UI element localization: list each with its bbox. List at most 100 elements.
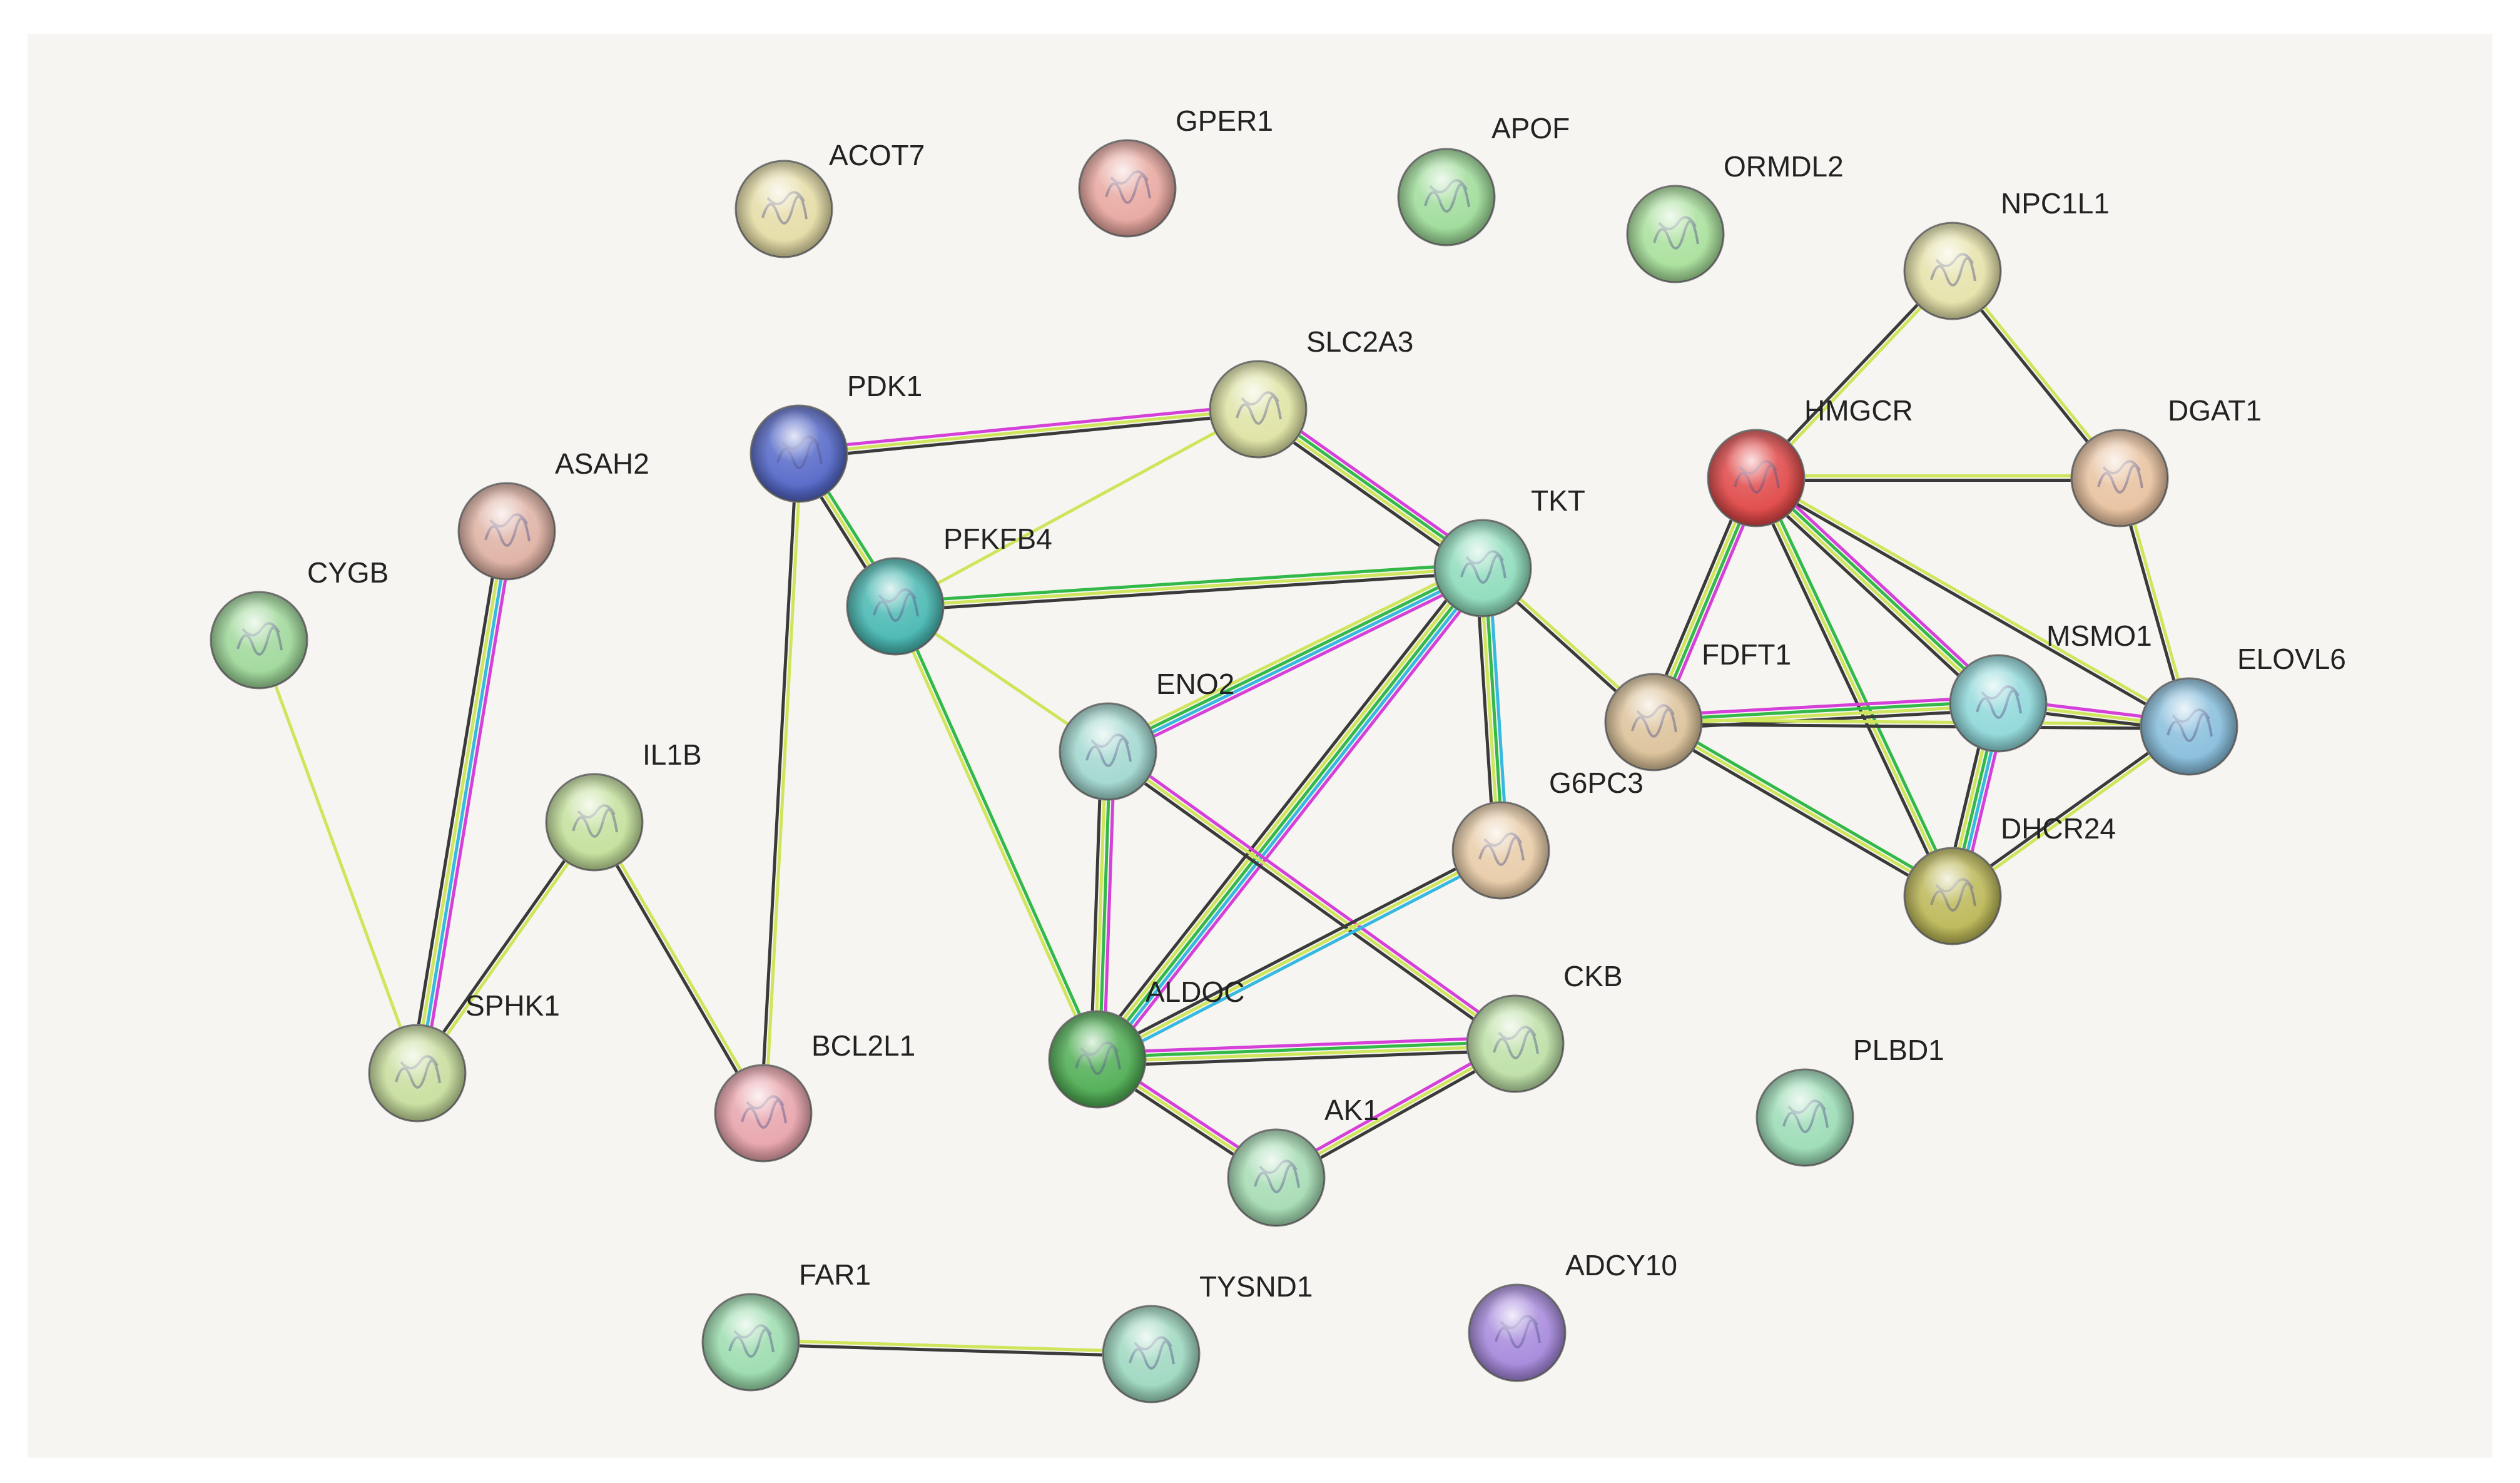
edge-line-yellow <box>763 454 803 1114</box>
edge-line-dark <box>1097 1048 1516 1068</box>
node-acot7[interactable]: ACOT7 <box>734 139 925 258</box>
edge-g6pc3-aldoc <box>1094 845 1504 1065</box>
edge-line-green <box>1655 716 1956 894</box>
node-dgat1[interactable]: DGAT1 <box>2070 394 2262 527</box>
node-label: DGAT1 <box>2168 394 2262 427</box>
network-background <box>28 34 2492 1458</box>
edge-hmgcr-elovl6 <box>1754 474 2191 730</box>
edge-il1b-sphk1 <box>414 820 597 1076</box>
node-elovl6[interactable]: ELOVL6 <box>2140 643 2346 776</box>
node-eno2[interactable]: ENO2 <box>1059 668 1234 801</box>
node-highlight <box>1103 1306 1199 1402</box>
node-label: GPER1 <box>1176 104 1273 137</box>
node-aldoc[interactable]: ALDOC <box>1048 976 1244 1109</box>
node-ckb[interactable]: CKB <box>1466 960 1623 1093</box>
node-highlight <box>1228 1129 1324 1226</box>
node-cygb[interactable]: CYGB <box>210 556 389 690</box>
node-label: AK1 <box>1324 1094 1379 1126</box>
node-npc1l1[interactable]: NPC1L1 <box>1903 187 2110 320</box>
edge-line-magenta <box>1653 695 1998 718</box>
edge-line-dark <box>1089 751 1104 1059</box>
edge-line-dark <box>799 412 1259 460</box>
edge-line-dark <box>895 571 1483 613</box>
edge-hmgcr-dhcr24 <box>1750 475 1958 899</box>
node-highlight <box>703 1294 799 1390</box>
edge-line-magenta <box>1102 752 1116 1060</box>
node-highlight <box>1210 361 1306 457</box>
edge-line-dark <box>591 822 763 1116</box>
node-pdk1[interactable]: PDK1 <box>749 370 922 503</box>
node-highlight <box>1904 848 2001 944</box>
node-asah2[interactable]: ASAH2 <box>457 447 649 581</box>
node-highlight <box>546 774 643 870</box>
node-highlight <box>1950 655 2046 752</box>
node-tkt[interactable]: TKT <box>1433 484 1585 618</box>
node-plbd1[interactable]: PLBD1 <box>1755 1034 1944 1167</box>
node-fdft1[interactable]: FDFT1 <box>1604 638 1791 772</box>
edge-tkt-aldoc <box>1089 561 1491 1066</box>
edge-line-yellow <box>1753 478 1998 706</box>
node-highlight <box>751 405 847 502</box>
node-label: G6PC3 <box>1549 767 1644 799</box>
node-dhcr24[interactable]: DHCR24 <box>1903 812 2116 945</box>
node-label: ELOVL6 <box>2237 643 2346 675</box>
node-label: PDK1 <box>847 370 922 402</box>
node-label: ASAH2 <box>555 447 649 480</box>
node-ak1[interactable]: AK1 <box>1227 1094 1379 1227</box>
node-far1[interactable]: FAR1 <box>701 1258 871 1392</box>
edge-pfkfb4-aldoc <box>892 604 1101 1061</box>
node-bcl2l1[interactable]: BCL2L1 <box>714 1029 915 1163</box>
edge-line-yellow <box>257 640 419 1074</box>
edge-line-dark <box>1754 478 2189 730</box>
node-label: TKT <box>1531 484 1585 517</box>
edge-line-yellow <box>417 822 597 1076</box>
node-highlight <box>736 161 832 257</box>
node-pfkfb4[interactable]: PFKFB4 <box>846 522 1052 656</box>
edge-line-magenta <box>1110 573 1486 759</box>
node-tysnd1[interactable]: TYSND1 <box>1102 1270 1313 1404</box>
edge-line-dark <box>1089 561 1477 1055</box>
node-highlight <box>211 592 307 688</box>
edge-line-cyan <box>417 531 511 1074</box>
edge-line-green <box>1653 700 1998 722</box>
edge-line-green <box>1097 1040 1515 1059</box>
node-adcy10[interactable]: ADCY10 <box>1468 1249 1677 1382</box>
node-g6pc3[interactable]: G6PC3 <box>1451 767 1644 900</box>
edge-pfkfb4-tkt <box>895 562 1483 613</box>
node-label: PFKFB4 <box>943 522 1052 555</box>
edge-line-magenta <box>1759 472 2004 700</box>
node-label: PLBD1 <box>1853 1034 1944 1066</box>
node-highlight <box>1627 186 1724 282</box>
edge-far1-tysnd1 <box>750 1338 1152 1358</box>
edge-line-yellow <box>892 606 1097 1061</box>
edge-line-magenta <box>1097 1036 1515 1055</box>
node-highlight <box>1398 149 1495 245</box>
edge-line-yellow <box>894 407 1259 608</box>
node-apof[interactable]: APOF <box>1397 112 1570 247</box>
edge-line-yellow <box>751 1338 1152 1354</box>
edge-line-dark <box>1653 722 2189 730</box>
edge-line-yellow <box>1652 720 1954 898</box>
node-il1b[interactable]: IL1B <box>545 738 702 872</box>
edge-line-dark <box>1094 845 1500 1057</box>
node-msmo1[interactable]: MSMO1 <box>1949 619 2152 753</box>
node-slc2a3[interactable]: SLC2A3 <box>1209 325 1413 459</box>
node-label: IL1B <box>643 738 702 771</box>
node-highlight <box>1079 140 1176 237</box>
edge-line-dark <box>1650 724 1951 902</box>
node-sphk1[interactable]: SPHK1 <box>368 989 560 1123</box>
node-label: BCL2L1 <box>811 1029 915 1062</box>
edge-line-green <box>1097 752 1112 1060</box>
edge-line-dark <box>750 1342 1151 1358</box>
node-label: ACOT7 <box>829 139 925 171</box>
node-label: ORMDL2 <box>1724 150 1844 183</box>
node-hmgcr[interactable]: HMGCR <box>1707 394 1913 527</box>
edge-eno2-ckb <box>1104 747 1519 1049</box>
edge-line-yellow <box>1754 477 1954 897</box>
node-ormdl2[interactable]: ORMDL2 <box>1626 150 1844 283</box>
edge-line-yellow <box>1654 718 2190 726</box>
edge-line-dark <box>1750 479 1950 899</box>
edge-line-dark <box>409 529 502 1073</box>
node-label: TYSND1 <box>1199 1270 1313 1303</box>
node-gper1[interactable]: GPER1 <box>1078 104 1273 238</box>
